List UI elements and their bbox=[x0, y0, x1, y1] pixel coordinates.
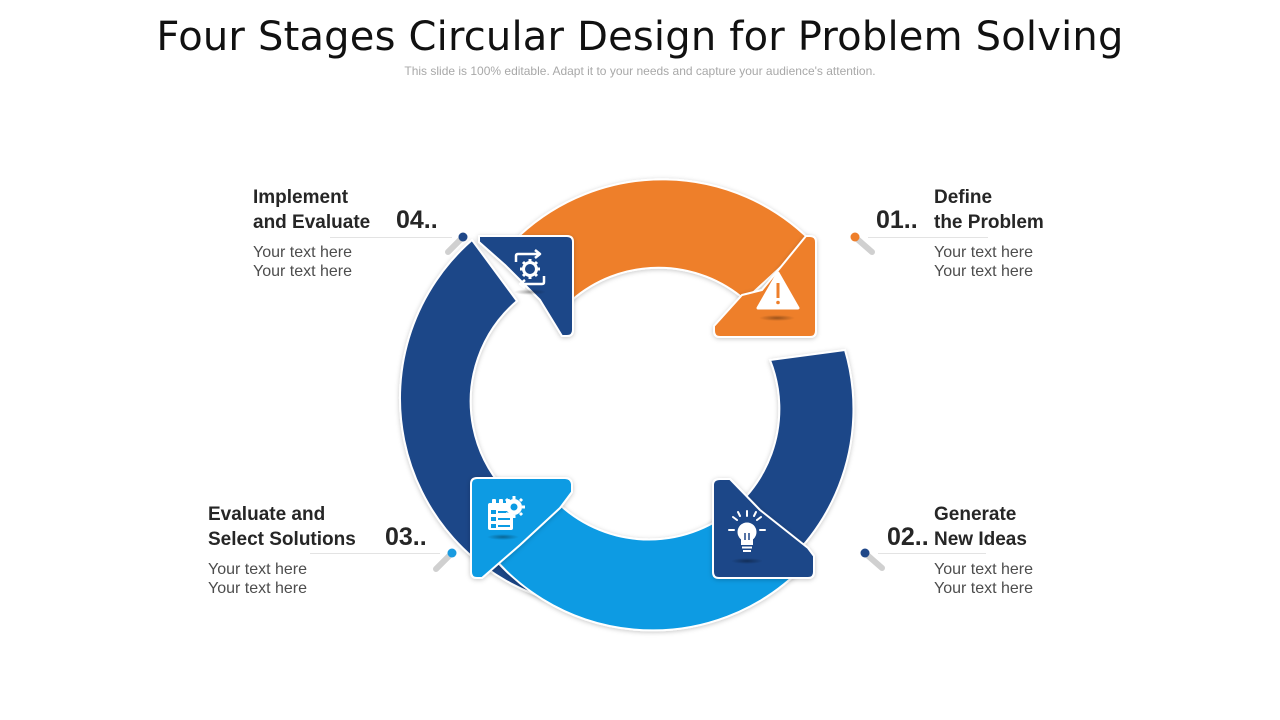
icon-shadow bbox=[514, 289, 546, 295]
stage-4-text-line1: Your text here bbox=[253, 244, 353, 261]
segment-4-arrow-head bbox=[478, 235, 574, 337]
stage-4-text-line2: Your text here bbox=[253, 263, 353, 280]
stage-1-number: 01.. bbox=[876, 206, 918, 234]
icon-shadow bbox=[759, 315, 795, 321]
stage-3-rule bbox=[310, 553, 440, 554]
icon-shadow bbox=[731, 558, 763, 564]
stage-4-heading-line2: and Evaluate bbox=[253, 212, 371, 233]
stage-2-text-line2: Your text here bbox=[934, 580, 1034, 597]
checklist-gear-icon bbox=[488, 496, 525, 530]
gear-cycle-icon bbox=[514, 249, 546, 289]
stage-2-heading-line2: New Ideas bbox=[934, 529, 1027, 550]
connector-pin-3 bbox=[433, 548, 457, 572]
lightbulb-icon bbox=[728, 510, 766, 552]
stage-4-rule bbox=[330, 237, 452, 238]
stage-1-rule bbox=[868, 237, 988, 238]
stage-1-heading-line2: the Problem bbox=[934, 212, 1044, 233]
slide-subtitle: This slide is 100% editable. Adapt it to… bbox=[404, 64, 876, 78]
connector-pin-2 bbox=[860, 548, 885, 571]
stage-2-heading-line1: Generate bbox=[934, 504, 1017, 525]
stage-3-heading-line1: Evaluate and bbox=[208, 504, 326, 525]
warning-icon bbox=[756, 271, 800, 310]
stage-2-block: Generate New Ideas Your text here Your t… bbox=[934, 502, 1033, 598]
segment-2-arrow-head bbox=[712, 478, 815, 579]
stage-3-text-line2: Your text here bbox=[208, 580, 308, 597]
stage-4-block: Implement and Evaluate Your text here Yo… bbox=[253, 185, 370, 281]
slide-title: Four Stages Circular Design for Problem … bbox=[156, 14, 1124, 60]
stage-2-text-line1: Your text here bbox=[934, 561, 1034, 578]
stage-3-block: Evaluate and Select Solutions Your text … bbox=[208, 502, 356, 598]
stage-1-heading-line1: Define bbox=[934, 187, 993, 208]
stage-3-heading-line2: Select Solutions bbox=[208, 529, 356, 550]
segment-1-arrow-head bbox=[713, 235, 817, 338]
connector-pin-1 bbox=[850, 232, 875, 255]
stage-3-number: 03.. bbox=[385, 523, 427, 551]
stage-4-heading-line1: Implement bbox=[253, 187, 349, 208]
connector-pin-4 bbox=[445, 232, 468, 255]
stage-2-rule bbox=[878, 553, 986, 554]
stage-1-block: Define the Problem Your text here Your t… bbox=[934, 185, 1044, 281]
stage-2-number: 02.. bbox=[887, 523, 929, 551]
stage-1-text-line2: Your text here bbox=[934, 263, 1034, 280]
stage-4-number: 04.. bbox=[396, 206, 438, 234]
icon-shadow bbox=[487, 534, 519, 540]
stage-3-text-line1: Your text here bbox=[208, 561, 308, 578]
segment-1-arc bbox=[518, 178, 812, 302]
stage-1-text-line1: Your text here bbox=[934, 244, 1034, 261]
